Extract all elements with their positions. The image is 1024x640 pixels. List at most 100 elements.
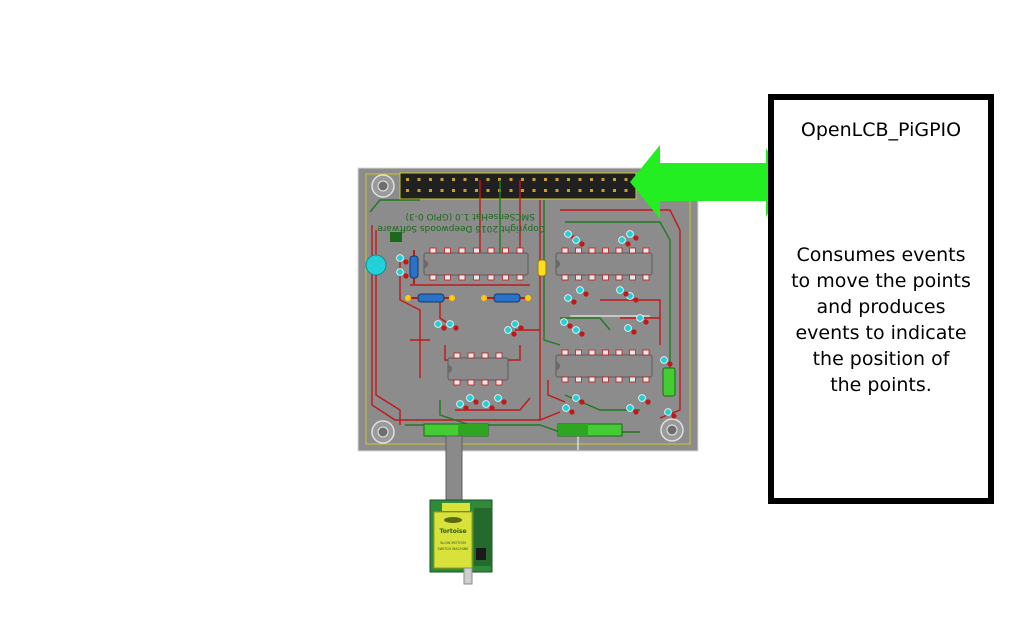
- transistor-pad: [562, 404, 570, 412]
- header-pin: [624, 178, 628, 181]
- board-connector: [557, 423, 623, 437]
- solder-pad: [511, 331, 517, 337]
- ribbon-cable: [445, 435, 463, 503]
- solder-pad: [625, 241, 631, 247]
- pcb-silkscreen: SMCSenseHat 1.0 (GPIO 0-3) Copyright 201…: [377, 211, 545, 242]
- header-pin: [578, 178, 582, 181]
- ic-pin: [481, 379, 489, 386]
- solder-pad: [631, 329, 637, 335]
- solder-pad: [667, 361, 673, 367]
- ic-pin: [458, 247, 466, 254]
- ic-chip: [423, 252, 529, 276]
- ic-pin: [602, 247, 609, 254]
- solder-pad: [571, 299, 577, 305]
- transistor-pad: [396, 254, 404, 262]
- mounting-hole: [371, 420, 395, 444]
- ic-pin: [561, 349, 569, 356]
- ic-pin: [516, 247, 524, 254]
- header-pin: [521, 178, 524, 181]
- solder-pad: [489, 405, 495, 411]
- pcb-silk-line1: SMCSenseHat 1.0 (GPIO 0-3): [405, 211, 535, 221]
- ic-pin: [502, 247, 509, 254]
- header-pin: [509, 178, 513, 181]
- transistor-pad: [564, 294, 572, 302]
- ic-pin: [629, 376, 636, 383]
- solder-pad: [579, 399, 585, 405]
- mounting-hole: [371, 174, 395, 198]
- transistor-pad: [466, 394, 474, 402]
- ic-pin: [588, 274, 596, 281]
- solder-pad: [583, 291, 589, 297]
- transistor-pad: [576, 286, 584, 294]
- ic-pin: [629, 349, 636, 356]
- header-pin: [578, 189, 582, 192]
- transistor-pad: [446, 320, 454, 328]
- ic-pin: [453, 352, 461, 359]
- ic-pin: [467, 352, 475, 359]
- transistor-pad: [456, 400, 464, 408]
- ic-pin: [642, 349, 650, 356]
- header-pin: [486, 178, 490, 181]
- transistor-pad: [572, 326, 580, 334]
- header-pin: [544, 178, 547, 181]
- header-pins: [406, 178, 628, 192]
- ic-pin: [615, 349, 623, 356]
- transistor-pad: [618, 236, 626, 244]
- pcb-board: SMCSenseHat 1.0 (GPIO 0-3) Copyright 201…: [357, 167, 699, 452]
- header-pin: [555, 178, 559, 181]
- ic-pin: [575, 349, 582, 356]
- header-pin: [452, 189, 455, 192]
- ic-pin: [487, 274, 495, 281]
- ic-chip: [555, 252, 653, 276]
- ic-pin: [473, 274, 480, 281]
- ic-pin: [467, 379, 475, 386]
- header-pin: [429, 178, 432, 181]
- transistor-pad: [494, 394, 502, 402]
- info-box-description: Consumes events to move the points and p…: [791, 244, 971, 396]
- header-pin: [417, 178, 421, 181]
- gpio-header: [399, 172, 637, 200]
- header-pin: [475, 178, 478, 181]
- ic-pin: [575, 376, 582, 383]
- solder-pad: [441, 325, 447, 331]
- header-pin: [417, 189, 421, 192]
- header-pin: [463, 189, 467, 192]
- solder-pad: [623, 291, 629, 297]
- header-pin: [406, 178, 409, 181]
- ic-pin: [588, 349, 596, 356]
- transistor-pad: [511, 320, 519, 328]
- ic-pin: [575, 247, 582, 254]
- board-connector: [423, 423, 489, 437]
- ic-pin: [473, 247, 480, 254]
- ic-pin: [561, 376, 569, 383]
- ic-pin: [444, 274, 451, 281]
- info-box-title: OpenLCB_PiGPIO: [800, 119, 962, 141]
- ic-pin: [629, 247, 636, 254]
- solder-pad: [403, 259, 409, 265]
- ic-pin: [629, 274, 636, 281]
- header-pin: [613, 178, 616, 181]
- ic-pin: [502, 274, 509, 281]
- header-pin: [521, 189, 524, 192]
- solder-pad: [645, 399, 651, 405]
- transistor-pad: [434, 320, 442, 328]
- ic-pin: [588, 247, 596, 254]
- transistor-pad: [482, 400, 490, 408]
- header-pin: [509, 189, 513, 192]
- transistor-pad: [564, 230, 572, 238]
- ic-pin: [429, 247, 437, 254]
- solder-pad: [643, 319, 649, 325]
- ic-pin: [642, 376, 650, 383]
- pcb-silk-line2: Copyright 2016 Deepwoods Software: [377, 223, 545, 233]
- ic-pin: [444, 247, 451, 254]
- solder-pad: [633, 297, 639, 303]
- transistor-pad: [624, 324, 632, 332]
- transistor-pad: [504, 326, 512, 334]
- ic-pin: [602, 376, 609, 383]
- info-box: OpenLCB_PiGPIO Consumes events to move t…: [768, 94, 994, 504]
- transistor-pads: [396, 230, 677, 419]
- resistor: [662, 367, 676, 397]
- mounting-hole: [660, 418, 684, 442]
- ic-pin: [481, 352, 489, 359]
